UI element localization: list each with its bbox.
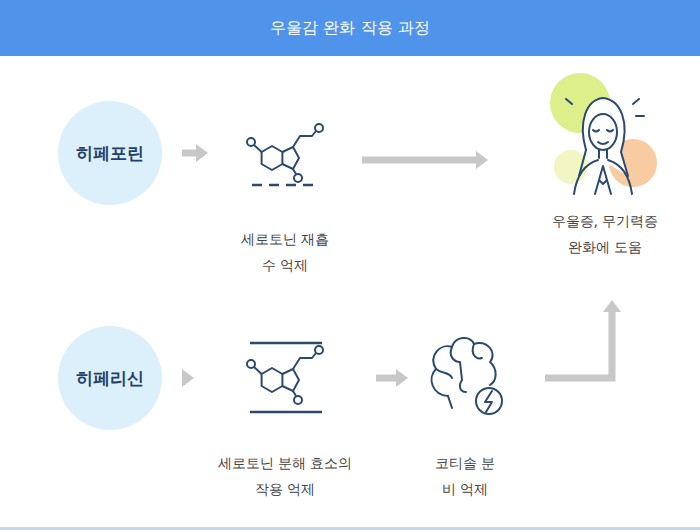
- effect-step: 세로토닌 재흡수 억제: [230, 110, 340, 278]
- calm-rays: [566, 99, 644, 116]
- brain-folds: [436, 344, 482, 408]
- ingredient-circle: 히페포린: [58, 101, 162, 205]
- molecule-icon: [247, 346, 323, 404]
- flow-arrow: [545, 312, 612, 378]
- step-label: 세로토닌 분해 효소의 작용 억제: [210, 450, 360, 502]
- step-label: 우울증, 무기력증 완화에 도움: [548, 208, 663, 260]
- step-label: 코티솔 분비 억제: [433, 450, 498, 502]
- effect-step: 세로토닌 분해 효소의 작용 억제: [206, 330, 364, 502]
- praying-hands: [595, 166, 611, 194]
- ingredient-name: 히페포린: [76, 142, 144, 165]
- effect-step: 우울증, 무기력증 완화에 도움: [530, 80, 680, 260]
- step-label: 세로토닌 재흡수 억제: [238, 226, 333, 278]
- membrane-line: [250, 342, 322, 345]
- ingredient-name: 히페리신: [76, 367, 144, 390]
- dashed-membrane: [252, 184, 320, 187]
- flow-arrow: [376, 375, 396, 382]
- relieved-person: [550, 73, 657, 194]
- lightning-bolt: [485, 391, 492, 412]
- circle-fill: [58, 101, 162, 205]
- face: [589, 114, 617, 150]
- ingredient-circle: 히페리신: [58, 326, 162, 430]
- face-features: [593, 130, 613, 144]
- flow-arrow: [182, 150, 196, 157]
- neck: [599, 150, 607, 158]
- circle-fill: [58, 326, 162, 430]
- effect-step: 코티솔 분비 억제: [420, 330, 510, 502]
- deco-circle: [554, 150, 588, 184]
- brain-icon: [432, 338, 502, 414]
- title-banner: [0, 0, 700, 56]
- alert-circle: [476, 388, 502, 414]
- flow-arrow: [362, 157, 476, 164]
- shoulders: [574, 160, 632, 194]
- membrane-line: [250, 411, 322, 414]
- brain-outline: [432, 338, 496, 396]
- molecule-icon: [247, 124, 323, 182]
- bottom-rule: [0, 527, 700, 530]
- diagram-title: 우울감 완화 작용 과정: [0, 0, 700, 56]
